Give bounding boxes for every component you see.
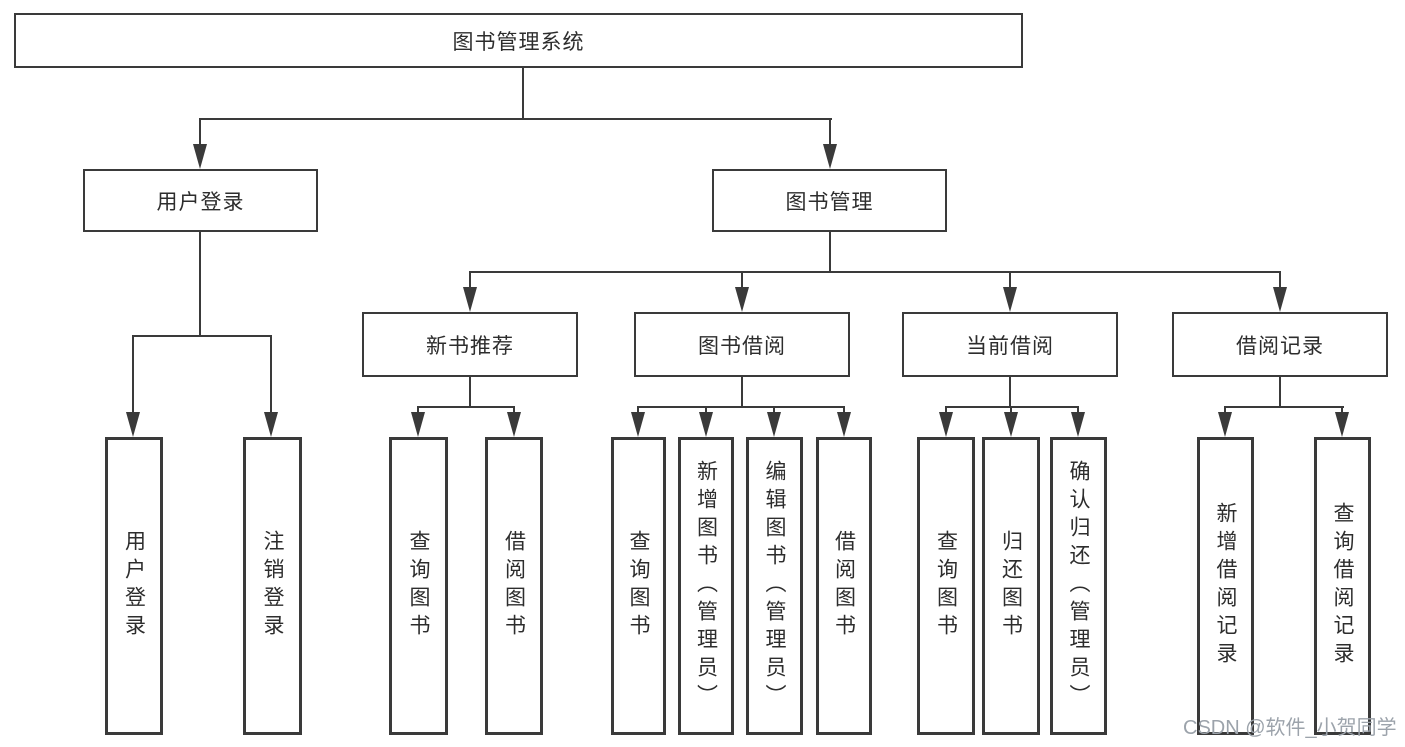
node-query-books-2: 查询图书 (611, 437, 666, 735)
node-query-books-1: 查询图书 (389, 437, 448, 735)
connector-line (1279, 377, 1281, 408)
connector-line (773, 406, 775, 416)
node-query-books-3: 查询图书 (917, 437, 975, 735)
connector-line (199, 232, 201, 336)
node-add-borrow-record: 新增借阅记录 (1197, 437, 1254, 735)
node-borrow-books-2: 借阅图书 (816, 437, 872, 735)
connector-line (132, 335, 134, 415)
connector-line (417, 406, 419, 416)
connector-line (1009, 377, 1011, 408)
arrow-down-icon (1004, 412, 1018, 437)
arrow-down-icon (699, 412, 713, 437)
node-confirm-return-admin: 确认归还（管理员） (1050, 437, 1107, 735)
node-add-books-admin: 新增图书（管理员） (678, 437, 734, 735)
connector-line (1341, 406, 1343, 416)
connector-line (1077, 406, 1079, 416)
node-book-borrowing: 图书借阅 (634, 312, 850, 377)
connector-line (1224, 406, 1344, 408)
connector-line (199, 118, 201, 146)
node-new-book-recommendation: 新书推荐 (362, 312, 578, 377)
connector-line (522, 68, 524, 119)
connector-line (945, 406, 1079, 408)
connector-line (741, 377, 743, 408)
connector-line (945, 406, 947, 416)
node-borrow-books-1: 借阅图书 (485, 437, 543, 735)
arrow-down-icon (1335, 412, 1349, 437)
connector-line (199, 118, 832, 120)
csdn-watermark: CSDN @软件_小贺同学 (1183, 717, 1397, 739)
arrow-down-icon (735, 287, 749, 312)
connector-line (1224, 406, 1226, 416)
arrow-down-icon (463, 287, 477, 312)
node-user-login: 用户登录 (83, 169, 318, 232)
node-edit-books-admin: 编辑图书（管理员） (746, 437, 803, 735)
connector-line (1010, 406, 1012, 416)
node-current-borrowing: 当前借阅 (902, 312, 1118, 377)
arrow-down-icon (1273, 287, 1287, 312)
connector-line (1009, 271, 1011, 290)
connector-line (469, 271, 471, 290)
connector-line (270, 335, 272, 415)
node-book-management: 图书管理 (712, 169, 947, 232)
arrow-down-icon (939, 412, 953, 437)
connector-line (637, 406, 639, 416)
node-root: 图书管理系统 (14, 13, 1023, 68)
connector-line (741, 271, 743, 290)
arrow-down-icon (126, 412, 140, 437)
node-query-borrow-record: 查询借阅记录 (1314, 437, 1371, 735)
connector-line (829, 232, 831, 273)
arrow-down-icon (1071, 412, 1085, 437)
connector-line (513, 406, 515, 416)
connector-line (637, 406, 845, 408)
node-logout-leaf: 注销登录 (243, 437, 302, 735)
node-user-login-leaf: 用户登录 (105, 437, 163, 735)
arrow-down-icon (837, 412, 851, 437)
arrow-down-icon (823, 144, 837, 169)
connector-line (1279, 271, 1281, 290)
arrow-down-icon (1003, 287, 1017, 312)
node-return-books: 归还图书 (982, 437, 1040, 735)
connector-line (132, 335, 272, 337)
arrow-down-icon (411, 412, 425, 437)
arrow-down-icon (767, 412, 781, 437)
connector-line (469, 271, 1281, 273)
connector-line (417, 406, 515, 408)
arrow-down-icon (264, 412, 278, 437)
node-borrowing-records: 借阅记录 (1172, 312, 1388, 377)
connector-line (469, 377, 471, 408)
arrow-down-icon (631, 412, 645, 437)
arrow-down-icon (507, 412, 521, 437)
connector-line (705, 406, 707, 416)
connector-line (829, 118, 831, 146)
connector-line (843, 406, 845, 416)
arrow-down-icon (1218, 412, 1232, 437)
arrow-down-icon (193, 144, 207, 169)
